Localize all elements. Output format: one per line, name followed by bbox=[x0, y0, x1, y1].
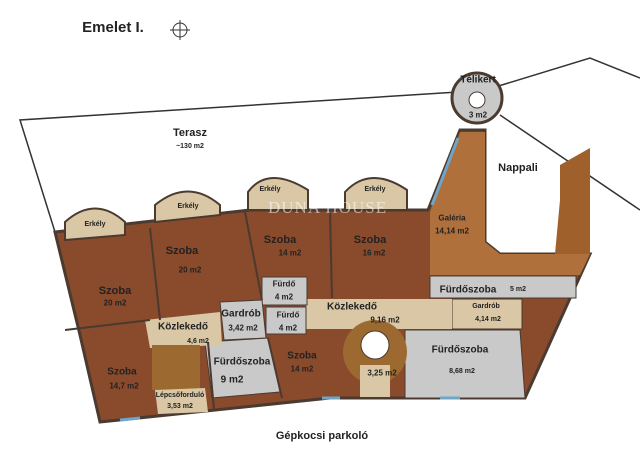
room-area: 9 m2 bbox=[220, 374, 244, 386]
terrace-outline bbox=[18, 91, 459, 233]
wall bbox=[267, 337, 283, 399]
room-area: 3,42 m2 bbox=[228, 323, 258, 333]
room-name: Közlekedő bbox=[157, 321, 209, 333]
wall bbox=[207, 341, 215, 411]
room-name: Galéria bbox=[438, 213, 466, 223]
room-name: Fürdőszoba bbox=[439, 284, 497, 296]
terrace-area: ~130 m2 bbox=[176, 143, 204, 151]
furdoszoba-e-area bbox=[429, 275, 577, 299]
room-name: Gardrób bbox=[221, 308, 261, 320]
room-area: 3,25 m2 bbox=[367, 368, 397, 378]
room-area: 20 m2 bbox=[178, 265, 202, 275]
room-area: 4 m2 bbox=[278, 323, 298, 333]
parking-label: Gépkocsi parkoló bbox=[275, 429, 369, 442]
telikert-area: 3 m2 bbox=[468, 110, 488, 120]
room-area: 16 m2 bbox=[362, 248, 386, 258]
telikert-name: Télikert bbox=[460, 74, 496, 86]
room-area: 4,6 m2 bbox=[187, 338, 209, 346]
balcony-label: Erkély bbox=[177, 203, 199, 211]
furdo1-area bbox=[261, 276, 308, 306]
balcony bbox=[247, 177, 309, 211]
wall bbox=[64, 319, 151, 331]
galeria-area bbox=[430, 132, 590, 275]
room-name: Fürdőszoba bbox=[431, 344, 489, 356]
balcony-label: Erkély bbox=[364, 186, 386, 194]
stairs-right bbox=[555, 148, 590, 254]
window bbox=[430, 137, 460, 206]
room-area: 14 m2 bbox=[290, 364, 314, 374]
room-name: Szoba bbox=[107, 366, 137, 378]
floor-title: Emelet I. bbox=[82, 18, 144, 36]
room-area: 8,68 m2 bbox=[449, 368, 475, 376]
room-name: Fürdő bbox=[276, 310, 300, 320]
wall bbox=[244, 211, 263, 301]
room-area: 4 m2 bbox=[274, 292, 294, 302]
nappali-name: Nappali bbox=[498, 161, 538, 174]
room-name: Szoba bbox=[165, 244, 199, 257]
room-name: Szoba bbox=[263, 233, 297, 246]
window bbox=[119, 416, 141, 422]
room-area: 14 m2 bbox=[278, 248, 302, 258]
room-area: 14,7 m2 bbox=[109, 381, 139, 391]
room-area: 20 m2 bbox=[103, 298, 127, 308]
balcony bbox=[344, 177, 408, 211]
balcony bbox=[154, 190, 221, 224]
furdoszoba-s-area bbox=[204, 337, 281, 399]
room-name: Szoba bbox=[287, 350, 317, 362]
room-name: Fürdő bbox=[272, 279, 296, 289]
stair-well bbox=[360, 330, 390, 360]
lepcsoforduló-area bbox=[155, 388, 208, 414]
watermark: DUNA HOUSE bbox=[268, 198, 388, 217]
balcony-label: Erkély bbox=[84, 221, 106, 229]
terrace-name: Terasz bbox=[172, 126, 208, 139]
balcony bbox=[64, 207, 126, 242]
room-area: 5 m2 bbox=[510, 286, 526, 294]
room-name: Fürdőszoba bbox=[213, 356, 271, 368]
room-area: 4,14 m2 bbox=[475, 316, 501, 324]
room-area: 14,14 m2 bbox=[435, 226, 469, 236]
room-name: Lépcsőforduló bbox=[155, 392, 205, 400]
room-name: Szoba bbox=[98, 284, 132, 297]
furdoszoba-se-area bbox=[404, 329, 526, 399]
room-name: Közlekedő bbox=[326, 301, 378, 313]
compass-icon bbox=[170, 20, 190, 40]
gardrob-w-area bbox=[219, 299, 267, 341]
room-area: 3,53 m2 bbox=[167, 403, 193, 411]
balcony-label: Erkély bbox=[259, 186, 281, 194]
furdo2-area bbox=[265, 306, 307, 335]
telikert-well bbox=[468, 91, 486, 109]
room-name: Szoba bbox=[353, 233, 387, 246]
stairs-left bbox=[152, 345, 200, 390]
room-name: Gardrób bbox=[472, 303, 500, 311]
wall bbox=[329, 211, 333, 299]
room-area: 9,16 m2 bbox=[370, 315, 400, 325]
nappali-outline bbox=[491, 57, 640, 89]
kozlekedo-w-area bbox=[145, 312, 222, 348]
wall bbox=[149, 227, 161, 321]
stair-landing bbox=[360, 365, 390, 397]
